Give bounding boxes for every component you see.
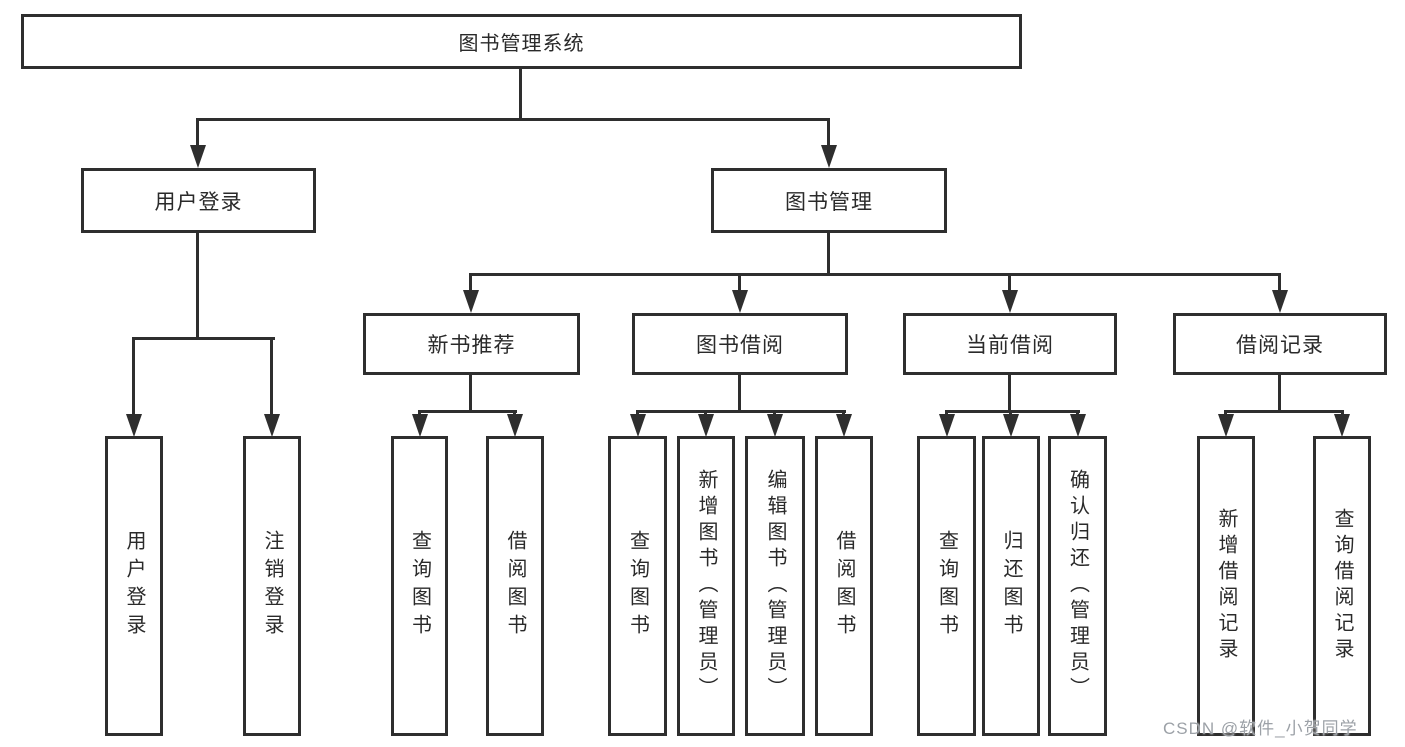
node-library-system: 图书管理系统 [21, 14, 1022, 69]
node-library-system-label: 图书管理系统 [458, 33, 585, 55]
leaf-recommend-query-books-label: 查询图书 [408, 530, 431, 642]
connector-line [270, 337, 273, 416]
leaf-user-login: 用户登录 [105, 436, 163, 736]
node-new-book-recommend: 新书推荐 [363, 313, 580, 375]
node-user-login-label: 用户登录 [154, 190, 243, 214]
arrowhead-down-icon [412, 414, 428, 437]
arrowhead-down-icon [821, 145, 837, 168]
leaf-logout: 注销登录 [243, 436, 301, 736]
connector-line [469, 273, 1281, 276]
arrowhead-down-icon [1272, 290, 1288, 313]
arrowhead-down-icon [1003, 414, 1019, 437]
node-user-login: 用户登录 [81, 168, 316, 233]
arrowhead-down-icon [732, 290, 748, 313]
leaf-recommend-borrow-books-label: 借阅图书 [504, 530, 526, 642]
connector-line [519, 69, 522, 118]
node-current-borrowing: 当前借阅 [903, 313, 1117, 375]
arrowhead-down-icon [939, 414, 955, 437]
connector-line [827, 233, 830, 273]
arrowhead-down-icon [1334, 414, 1350, 437]
leaf-recommend-borrow-books: 借阅图书 [486, 436, 544, 736]
leaf-borrowing-add-books-admin-label: 新增图书（管理员） [695, 469, 717, 703]
node-borrowing-records-label: 借阅记录 [1236, 334, 1324, 357]
connector-line [469, 375, 472, 410]
leaf-logout-label: 注销登录 [261, 530, 283, 642]
node-book-borrowing: 图书借阅 [632, 313, 848, 375]
connector-line [1224, 410, 1344, 413]
arrowhead-down-icon [767, 414, 783, 437]
arrowhead-down-icon [507, 414, 523, 437]
leaf-current-confirm-return-admin: 确认归还（管理员） [1048, 436, 1107, 736]
connector-line [636, 410, 846, 413]
leaf-current-return-books: 归还图书 [982, 436, 1040, 736]
arrowhead-down-icon [1218, 414, 1234, 437]
csdn-watermark: CSDN @软件_小贺同学 [1163, 719, 1358, 738]
node-borrowing-records: 借阅记录 [1173, 313, 1387, 375]
leaf-recommend-query-books: 查询图书 [391, 436, 448, 736]
connector-line [132, 337, 275, 340]
connector-line [196, 233, 199, 337]
connector-line [1278, 273, 1281, 293]
node-current-borrowing-label: 当前借阅 [966, 334, 1054, 357]
arrowhead-down-icon [264, 414, 280, 437]
arrowhead-down-icon [630, 414, 646, 437]
leaf-current-query-books: 查询图书 [917, 436, 976, 736]
connector-line [418, 410, 517, 413]
arrowhead-down-icon [126, 414, 142, 437]
leaf-records-add-record: 新增借阅记录 [1197, 436, 1255, 736]
leaf-current-return-books-label: 归还图书 [1000, 530, 1022, 642]
leaf-user-login-label: 用户登录 [123, 530, 145, 642]
leaf-borrowing-borrow-books-label: 借阅图书 [833, 530, 855, 642]
arrowhead-down-icon [463, 290, 479, 313]
leaf-borrowing-query-books-label: 查询图书 [626, 530, 649, 642]
leaf-records-query-record-label: 查询借阅记录 [1331, 508, 1353, 664]
leaf-records-query-record: 查询借阅记录 [1313, 436, 1371, 736]
arrowhead-down-icon [1070, 414, 1086, 437]
leaf-borrowing-borrow-books: 借阅图书 [815, 436, 873, 736]
connector-line [1278, 375, 1281, 410]
connector-line [469, 273, 472, 293]
connector-line [738, 375, 741, 410]
connector-line [738, 273, 741, 293]
node-book-management: 图书管理 [711, 168, 947, 233]
connector-line [196, 118, 830, 121]
leaf-borrowing-edit-books-admin-label: 编辑图书（管理员） [764, 469, 786, 703]
connector-line [132, 337, 135, 416]
connector-line [1008, 375, 1011, 410]
arrowhead-down-icon [836, 414, 852, 437]
leaf-borrowing-edit-books-admin: 编辑图书（管理员） [745, 436, 805, 736]
connector-line [1008, 273, 1011, 293]
arrowhead-down-icon [1002, 290, 1018, 313]
connector-line [945, 410, 1080, 413]
node-new-book-recommend-label: 新书推荐 [427, 334, 516, 357]
leaf-records-add-record-label: 新增借阅记录 [1215, 508, 1237, 664]
arrowhead-down-icon [698, 414, 714, 437]
node-book-management-label: 图书管理 [785, 190, 873, 214]
arrowhead-down-icon [190, 145, 206, 168]
connector-line [827, 118, 830, 147]
leaf-borrowing-query-books: 查询图书 [608, 436, 667, 736]
leaf-borrowing-add-books-admin: 新增图书（管理员） [677, 436, 735, 736]
leaf-current-query-books-label: 查询图书 [935, 530, 958, 642]
leaf-current-confirm-return-admin-label: 确认归还（管理员） [1066, 469, 1089, 703]
connector-line [196, 118, 199, 147]
node-book-borrowing-label: 图书借阅 [696, 334, 784, 357]
